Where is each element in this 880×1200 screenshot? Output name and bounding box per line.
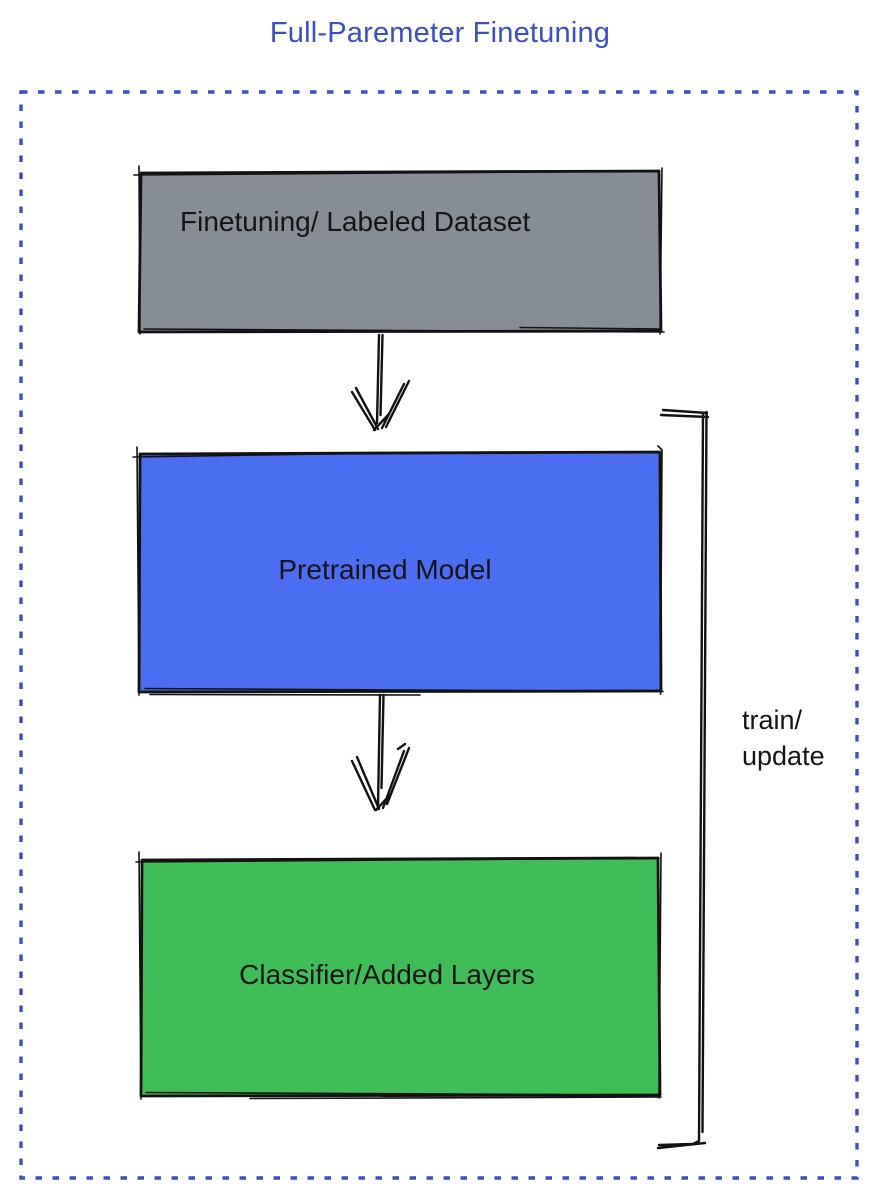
bracket-stroke: [656, 408, 710, 1150]
arrow-shaft: [376, 693, 385, 808]
sketch-overdraw: [135, 851, 662, 1100]
sketch-overdraw: [132, 445, 664, 696]
arrow-head: [350, 742, 411, 812]
right-bracket-icon: [656, 408, 710, 1150]
arrow-down-icon: [350, 333, 411, 432]
node-finetuning-dataset-label: Finetuning/ Labeled Dataset: [180, 206, 531, 237]
node-pretrained-model-shape: [132, 445, 664, 696]
node-pretrained-model-label: Pretrained Model: [278, 554, 492, 585]
bracket-label: train/ update: [742, 705, 825, 771]
node-finetuning-dataset-shape: [133, 165, 665, 335]
arrow-shaft: [375, 333, 384, 425]
node-classifier-added-layers-label: Classifier/Added Layers: [239, 959, 535, 990]
box-fill: [137, 169, 663, 334]
diagram-title: Full-Paremeter Finetuning: [269, 17, 611, 49]
arrow-down-icon: [350, 693, 411, 812]
dashed-boundary: [19, 90, 859, 1180]
arrow-head: [350, 379, 411, 432]
node-classifier-added-layers-shape: [135, 851, 662, 1100]
sketch-overdraw: [133, 165, 665, 335]
